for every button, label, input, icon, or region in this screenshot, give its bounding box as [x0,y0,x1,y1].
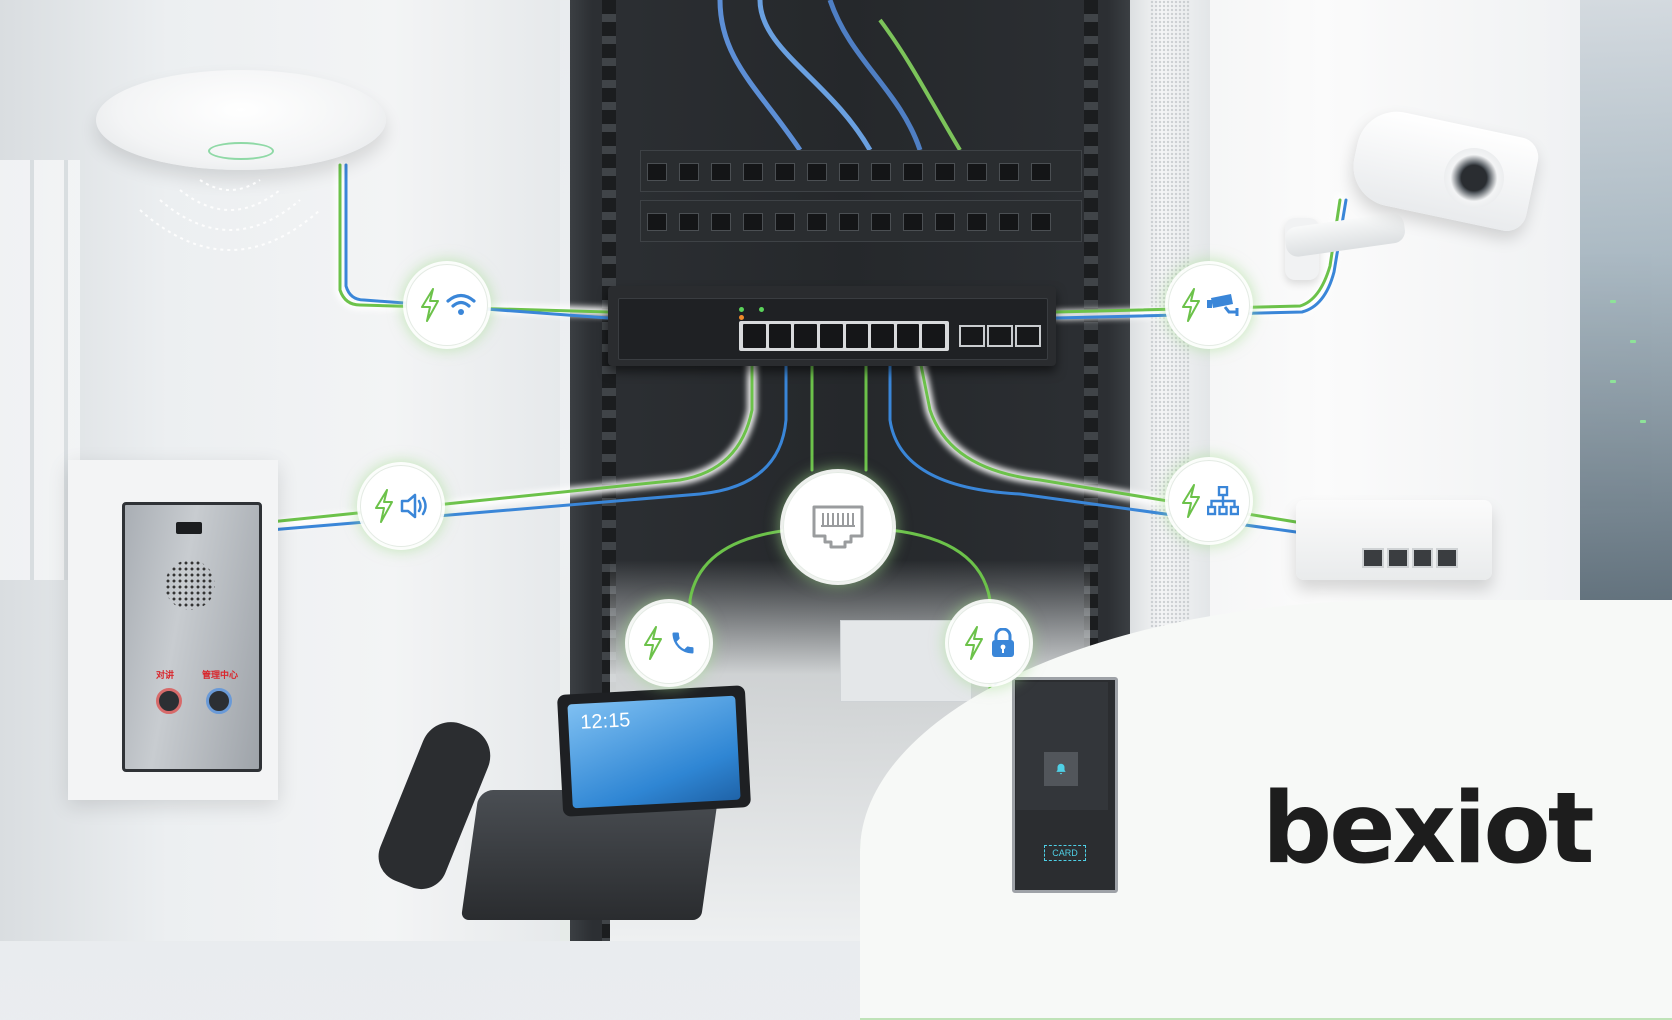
bexiot-logo: bexiot [1262,772,1595,886]
phone-screen: 12:15 [567,695,741,809]
intercom-talk-button[interactable] [156,688,182,714]
badge-wifi [406,264,488,346]
rj45-port [896,324,920,348]
office-window-blur [0,160,80,580]
patch-port [711,163,731,181]
patch-port [743,163,763,181]
patch-port [1031,213,1051,231]
patch-port [647,213,667,231]
patch-port [999,213,1019,231]
sip-intercom-panel [122,502,262,772]
server-led [1640,420,1646,423]
card-reader-label: CARD [1044,845,1086,861]
patch-port [679,213,699,231]
patch-panel [640,150,1082,192]
door-bell-button[interactable] [1044,752,1078,786]
patch-port [839,163,859,181]
lightning-icon [420,288,439,322]
patch-port [871,163,891,181]
speaker-icon [400,493,427,519]
patch-port [807,213,827,231]
patch-port [807,163,827,181]
server-room-background [1580,0,1672,640]
patch-port [647,163,667,181]
sfp-port [987,325,1013,347]
cctv-camera-icon [1206,294,1238,316]
patch-port [679,163,699,181]
rack-cable-bundle [717,0,962,150]
rj45-port [1386,548,1409,568]
rj45-port [1411,548,1434,568]
rj45-port [845,324,869,348]
rj45-port [922,324,945,348]
ethernet-port-icon [812,505,864,549]
patch-port [743,213,763,231]
rj45-port [1436,548,1458,568]
intercom-speaker-grille [165,560,215,610]
patch-port [935,213,955,231]
badge-audio [360,465,442,547]
access-point-status-ring [208,142,274,160]
badge-camera [1168,264,1250,346]
sfp-port [1015,325,1041,347]
server-led [1610,300,1616,303]
mini-network-switch [1296,500,1492,580]
lock-icon [991,628,1014,657]
patch-port [839,213,859,231]
camera-lens [1444,148,1504,208]
poe-switch [608,286,1056,366]
patch-port [967,213,987,231]
rj45-port [871,324,894,348]
status-led [739,307,744,312]
lightning-icon [964,626,983,660]
phone-clock: 12:15 [579,709,631,734]
rj45-port-bank [739,321,949,351]
sfp-port [959,325,985,347]
patch-port [935,163,955,181]
intercom-management-button[interactable] [206,688,232,714]
rj45-port [1362,548,1384,568]
patch-port [1031,163,1051,181]
phone-icon [672,632,693,654]
network-topology-icon [1206,486,1239,516]
patch-port [903,163,923,181]
lightning-icon [374,489,393,523]
lightning-icon [1181,484,1200,518]
wifi-signal-waves [139,179,321,251]
lightning-icon [1181,288,1200,322]
patch-port [775,213,795,231]
patch-port [903,213,923,231]
bell-icon [1056,763,1066,775]
badge-network [1168,460,1250,542]
patch-port [775,163,795,181]
intercom-label-management: 管理中心 [202,670,239,680]
patch-port [967,163,987,181]
rj45-port [794,324,817,348]
patch-panel [640,200,1082,242]
patch-port [999,163,1019,181]
switch-front-panel [618,298,1048,360]
rj45-port [819,324,843,348]
door-station-glass [1016,682,1108,810]
intercom-label-talk: 对讲 [156,670,175,680]
server-led [1610,380,1616,383]
rj45-port [768,324,792,348]
badge-ethernet-hub [783,472,893,582]
intercom-camera [176,522,202,534]
lightning-icon [643,626,662,660]
status-led [739,315,744,320]
status-led [759,307,764,312]
server-led [1630,340,1636,343]
patch-port [711,213,731,231]
wifi-icon [445,293,476,315]
patch-port [871,213,891,231]
mini-switch-ports [1362,548,1458,568]
badge-access-control [948,602,1030,684]
badge-phone [628,602,710,684]
rj45-port [743,324,766,348]
